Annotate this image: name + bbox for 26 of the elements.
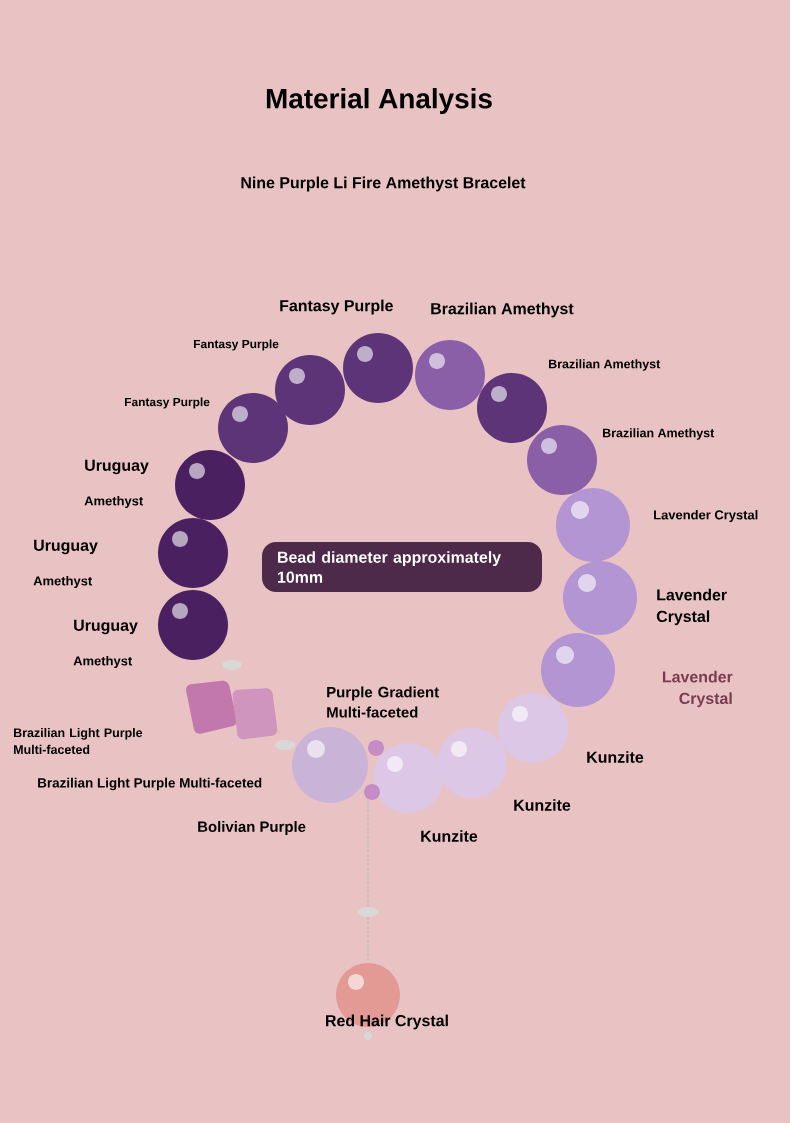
part-label: Brazilian Amethyst	[431, 302, 574, 318]
part-label: Brazilian Amethyst	[549, 359, 661, 371]
part-label: Uruguay	[34, 539, 98, 555]
part-label: Amethyst	[73, 655, 133, 669]
part-label: Fantasy Purple	[280, 299, 393, 315]
part-label: Lavender Crystal	[654, 509, 758, 523]
part-label: Amethyst	[33, 575, 93, 589]
part-label: Lavender Crystal	[663, 670, 733, 708]
part-label: Kunzite	[421, 830, 478, 842]
part-label: Uruguay	[74, 619, 138, 635]
part-label: Fantasy Purple	[194, 339, 279, 351]
part-label: Kunzite	[587, 751, 644, 763]
info-badge: Bead diameter approximately 10mm	[262, 542, 542, 592]
part-label: Kunzite	[514, 799, 571, 811]
part-label: Amethyst	[84, 495, 144, 509]
subtitle: Nine Purple Li Fire Amethyst Bracelet	[241, 176, 526, 192]
part-label: Purple Gradient Multi-faceted	[327, 686, 439, 718]
part-label: Brazilian Light Purple Multi-faceted	[38, 777, 262, 791]
part-label: Red Hair Crystal	[326, 1014, 448, 1030]
part-label: Lavender Crystal	[656, 588, 727, 626]
part-label: Uruguay	[85, 459, 149, 475]
title: Material Analysis	[266, 88, 492, 114]
part-label: Fantasy Purple	[125, 397, 210, 409]
part-label: Brazilian Light Purple Multi-faceted	[14, 728, 143, 754]
part-label: Bolivian Purple	[198, 821, 306, 835]
part-label: Brazilian Amethyst	[603, 428, 715, 440]
